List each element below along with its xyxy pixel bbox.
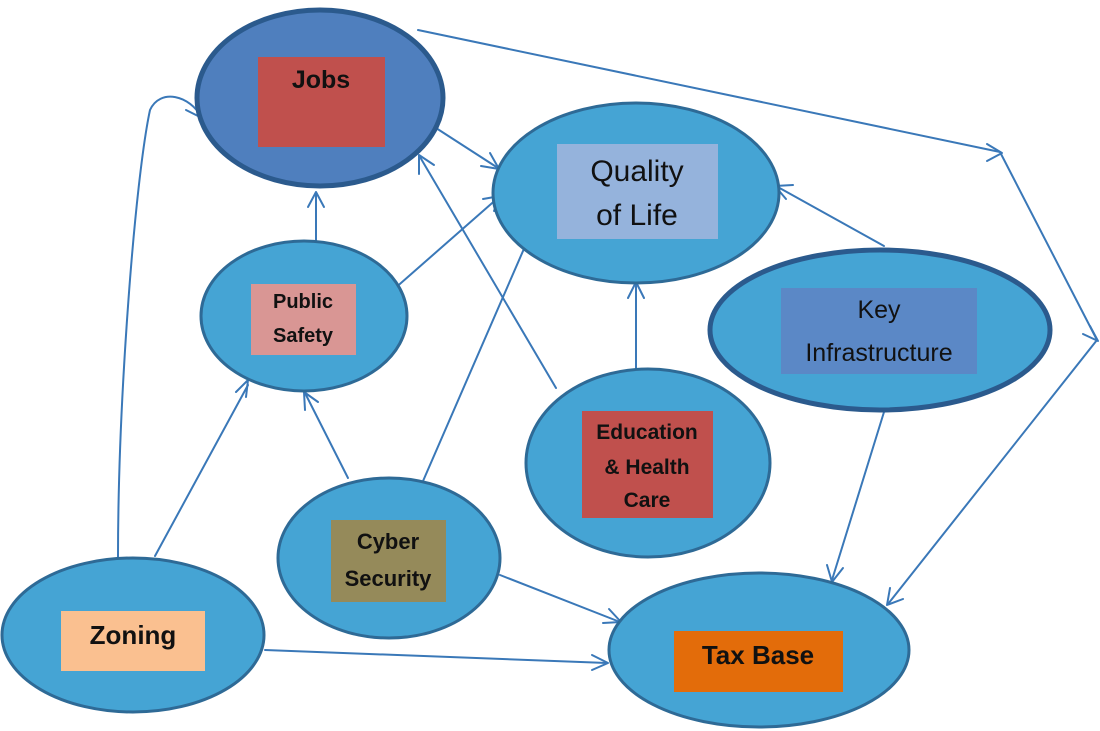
node-public-safety: Public Safety (199, 239, 409, 393)
edge-cyber-to-quality-of-life (419, 227, 534, 489)
node-education-health-care-line3: Care (624, 489, 671, 512)
node-quality-of-life-box (557, 144, 718, 239)
node-cyber-security-line2: Security (345, 566, 433, 591)
edge-zoning-to-jobs (117, 95, 203, 558)
edges-group (117, 29, 1099, 671)
node-public-safety-line1: Public (273, 291, 333, 313)
node-public-safety-line2: Safety (273, 325, 334, 347)
node-key-infrastructure: Key Infrastructure (707, 247, 1053, 413)
node-jobs-box (258, 57, 385, 147)
node-key-infrastructure-line2: Infrastructure (805, 339, 952, 367)
edge-education-to-jobs (419, 156, 557, 389)
node-quality-of-life: Quality of Life (491, 101, 781, 285)
node-cyber-security-box (331, 520, 446, 602)
node-jobs: Jobs (194, 7, 446, 189)
node-public-safety-box (251, 284, 356, 355)
node-quality-of-life-line2: of Life (596, 199, 678, 232)
edge-jobs-to-tax-base (417, 29, 1098, 605)
node-cyber-security: Cyber Security (276, 476, 502, 640)
node-key-infrastructure-box (781, 288, 977, 374)
arrowhead-jobs-to-tax-base-mid2 (1082, 325, 1099, 342)
edge-zoning-to-tax-base (264, 649, 608, 664)
node-zoning-box (61, 611, 205, 671)
node-tax-base-box (674, 631, 843, 692)
edge-cyber-to-public-safety (304, 392, 349, 479)
edge-key-infra-to-quality-of-life (775, 185, 885, 247)
node-tax-base-label: Tax Base (702, 640, 814, 670)
arrowhead-zoning-to-tax-base (591, 654, 609, 671)
edge-jobs-to-quality-of-life (435, 127, 499, 169)
arrowhead-public-safety-to-jobs (307, 191, 325, 208)
edge-cyber-to-tax-base (499, 574, 621, 623)
node-education-health-care-box (582, 411, 713, 518)
edge-public-safety-to-quality-of-life (392, 196, 500, 291)
arrowhead-jobs-to-tax-base-mid1 (986, 143, 1003, 162)
node-education-health-care-line1: Education (596, 421, 698, 444)
node-key-infrastructure-line1: Key (857, 296, 901, 324)
node-cyber-security-line1: Cyber (357, 529, 420, 554)
node-jobs-label: Jobs (292, 66, 350, 94)
arrowhead-jobs-to-tax-base-end (886, 587, 904, 606)
edge-zoning-to-public-safety (154, 384, 249, 557)
node-quality-of-life-line1: Quality (590, 155, 683, 188)
node-zoning-label: Zoning (90, 620, 177, 650)
node-zoning: Zoning (0, 556, 266, 714)
node-education-health-care: Education & Health Care (524, 367, 772, 559)
edge-key-infra-to-tax-base (831, 411, 885, 581)
arrowhead-cyber-to-public-safety (303, 391, 319, 411)
node-education-health-care-line2: & Health (604, 456, 689, 479)
arrowhead-education-to-jobs (418, 154, 435, 175)
node-tax-base: Tax Base (607, 571, 911, 729)
